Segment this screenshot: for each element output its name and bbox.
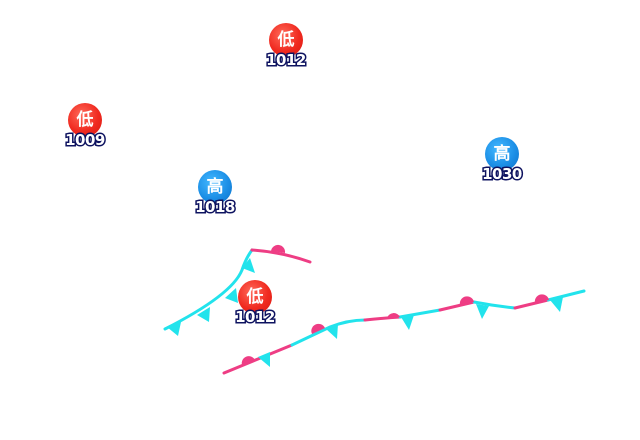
high-pressure-center[interactable]: 高 1018: [185, 170, 245, 226]
pressure-value-label: 1018: [194, 197, 237, 218]
low-pressure-icon: 低: [68, 103, 102, 137]
warm-front-segment: [250, 248, 312, 264]
cold-front-segment: [398, 308, 442, 319]
warm-front-semicircles: [241, 294, 549, 365]
high-pressure-icon: 高: [485, 137, 519, 171]
high-pressure-icon: 高: [198, 170, 232, 204]
low-pressure-center[interactable]: 低 1009: [55, 103, 115, 159]
high-pressure-center[interactable]: 高 1030: [472, 137, 532, 193]
low-pressure-center[interactable]: 低 1012: [225, 280, 285, 336]
warm-front-segment: [222, 343, 294, 375]
cold-front-triangles: [258, 297, 563, 367]
cold-front-segment: [163, 248, 254, 331]
cold-front-segment: [472, 300, 517, 310]
cold-front-triangles: [167, 258, 255, 336]
warm-front-segment: [363, 315, 402, 322]
pressure-value-label: 1012: [234, 307, 277, 328]
pressure-value-label: 1030: [481, 164, 524, 185]
occluded-front[interactable]: [163, 244, 312, 336]
cold-front-segment: [546, 289, 586, 302]
stationary-front[interactable]: [222, 289, 586, 375]
low-pressure-icon: 低: [269, 23, 303, 57]
warm-front-semicircles: [271, 244, 286, 253]
cold-front-segment: [290, 318, 367, 347]
low-pressure-center[interactable]: 低 1012: [256, 23, 316, 79]
warm-front-segment: [438, 300, 476, 312]
pressure-value-label: 1009: [64, 130, 107, 151]
low-pressure-icon: 低: [238, 280, 272, 314]
pressure-value-label: 1012: [265, 50, 308, 71]
